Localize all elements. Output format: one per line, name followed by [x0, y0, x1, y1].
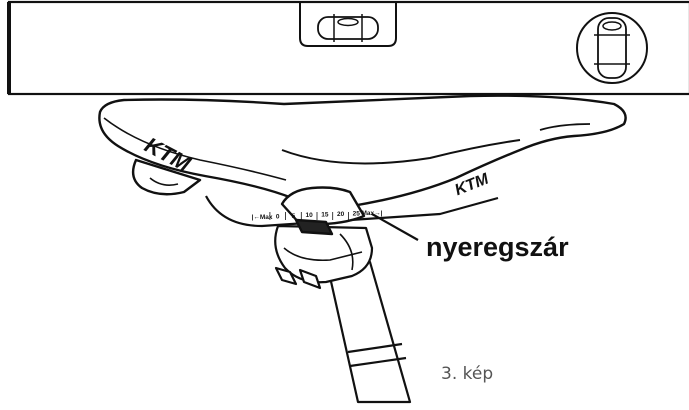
clamp-bolt-2	[298, 268, 322, 290]
seatpost-callout-label: nyeregszár	[426, 232, 569, 262]
saddle-rear-bumper	[131, 158, 202, 196]
seatpost	[274, 224, 412, 404]
scale-label: 15	[321, 212, 329, 219]
seatpost-ring-bottom	[349, 356, 407, 368]
saddle-rail	[205, 195, 499, 228]
callout-leader-line	[371, 213, 419, 241]
side-vial-bubble	[602, 21, 622, 31]
scale-label: |←Max	[252, 214, 273, 221]
level-body	[7, 0, 689, 96]
side-vial-ring	[576, 12, 648, 84]
saddle-edge-line	[103, 117, 287, 181]
saddle-rear-bumper-line	[149, 177, 179, 186]
clamp-ridge	[283, 247, 363, 262]
clamp-bolt	[274, 266, 298, 286]
saddle: KTM KTM	[98, 94, 627, 236]
side-vial	[597, 17, 627, 79]
scale-label: Max→|	[362, 210, 383, 217]
saddle-nose-line	[539, 123, 591, 131]
saddle-top-contour	[281, 139, 521, 165]
clamp-side-line	[339, 233, 354, 271]
spirit-level	[7, 0, 689, 96]
top-vial-housing	[299, 2, 397, 47]
scale-label: 20	[337, 211, 345, 218]
top-vial-bubble	[337, 17, 359, 27]
scale-label: 5	[292, 213, 296, 220]
clamp-marker	[294, 218, 334, 236]
figure-caption: 3. kép	[441, 364, 494, 384]
seatpost-tube	[326, 260, 412, 404]
top-vial	[317, 16, 379, 40]
seatpost-ring-top	[347, 342, 403, 354]
scale-label: 10	[305, 212, 313, 219]
scale-label: 0	[276, 213, 280, 220]
scale-label: 25	[353, 210, 361, 217]
saddle-shell	[98, 94, 627, 209]
saddle-clamp-top	[280, 186, 366, 226]
